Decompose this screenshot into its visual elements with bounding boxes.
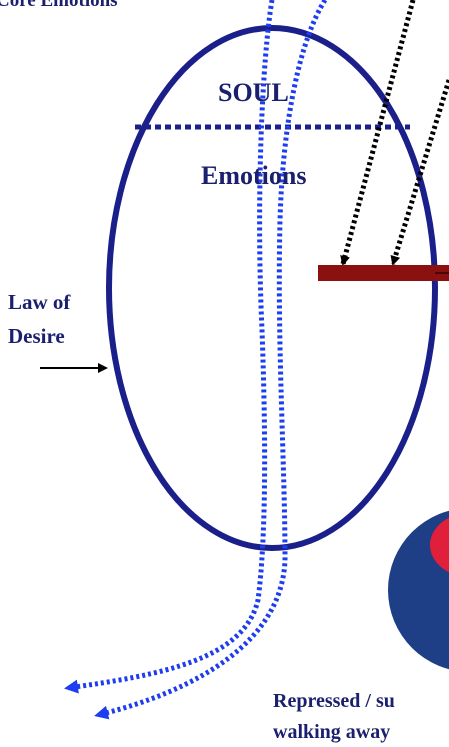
emotions-label: Emotions [201,161,306,190]
core-emotion-arrow-2 [390,79,449,266]
soul-ellipse [106,25,438,551]
repressed-label: Repressed / su [273,690,395,712]
core-emotions-label: Core Emotions [0,0,118,11]
soul-label: SOUL [218,78,289,107]
flow-path-right [94,0,328,720]
walking-away-label: walking away [273,721,390,743]
emotion-bar [318,265,449,281]
desire-label: Desire [8,324,65,348]
law-of-label: Law of [8,290,71,314]
circle-emblem [388,510,449,670]
flow-path-left [64,0,275,694]
